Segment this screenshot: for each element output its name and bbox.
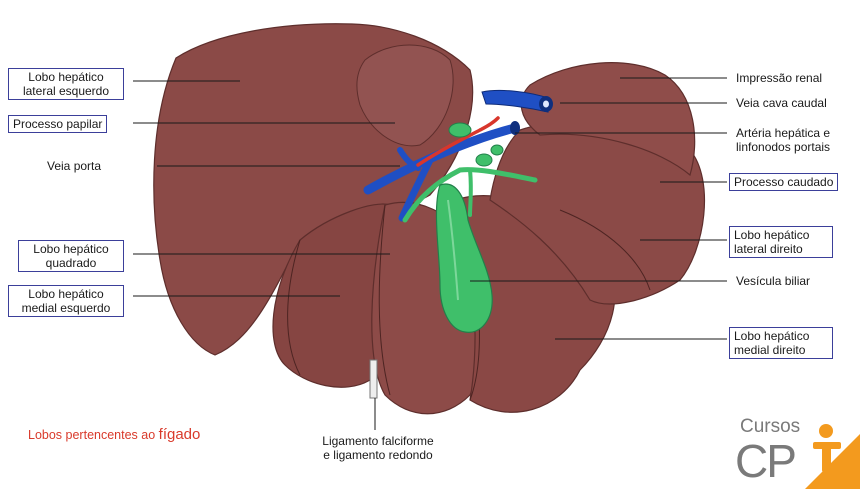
ligament-stub [369,359,378,399]
label-vesicula-biliar: Vesícula biliar [736,274,811,288]
portal-lymph-node [475,153,493,167]
label-arteria-hepatica: Artéria hepática e linfonodos portais [736,126,831,154]
caudate-process-shape [520,62,696,177]
portal-vein-end [510,121,520,135]
gallbladder-highlight [447,199,459,301]
papillary-process-shape [356,44,454,147]
label-veia-porta: Veia porta [47,159,102,173]
label-impressao-renal: Impressão renal [736,71,823,85]
cursos-cpt-logo: Cursos CP [735,414,860,489]
logo-letters: CP [735,435,797,487]
fissure-line [559,209,651,291]
caption-prefix: Lobos pertencentes ao [28,428,159,442]
logo-word: Cursos [740,416,801,437]
label-processo-caudado: Processo caudado [729,173,839,191]
leader-lines [133,77,727,430]
fissure-line [378,204,391,396]
label-processo-papilar: Processo papilar [8,115,108,133]
label-lobo-lateral-direito: Lobo hepático lateral direito [729,226,833,258]
logo-orange-corner [805,424,860,489]
caption-emphasis: fígado [158,426,201,443]
hepatic-artery [416,116,500,167]
portal-vein [363,123,520,195]
label-ligamento: Ligamento falciforme e ligamento redondo [322,434,434,462]
portal-vein-branch [398,156,434,222]
label-lobo-medial-direito: Lobo hepático medial direito [729,327,833,359]
portal-lymph-node [448,122,472,138]
bile-duct [468,168,473,217]
caption: Lobos pertencentes ao fígado [28,426,200,443]
label-lobo-medial-esquerdo: Lobo hepático medial esquerdo [8,285,124,317]
label-veia-cava-caudal: Veia cava caudal [736,96,827,110]
label-lobo-quadrado: Lobo hepático quadrado [18,240,124,272]
portal-lymph-node [490,144,504,156]
label-lobo-lateral-esquerdo: Lobo hepático lateral esquerdo [8,68,124,100]
bile-duct [402,167,538,223]
vena-cava-lumen [543,100,549,108]
portal-vein-branch [397,147,421,171]
fissure-line [287,239,301,376]
